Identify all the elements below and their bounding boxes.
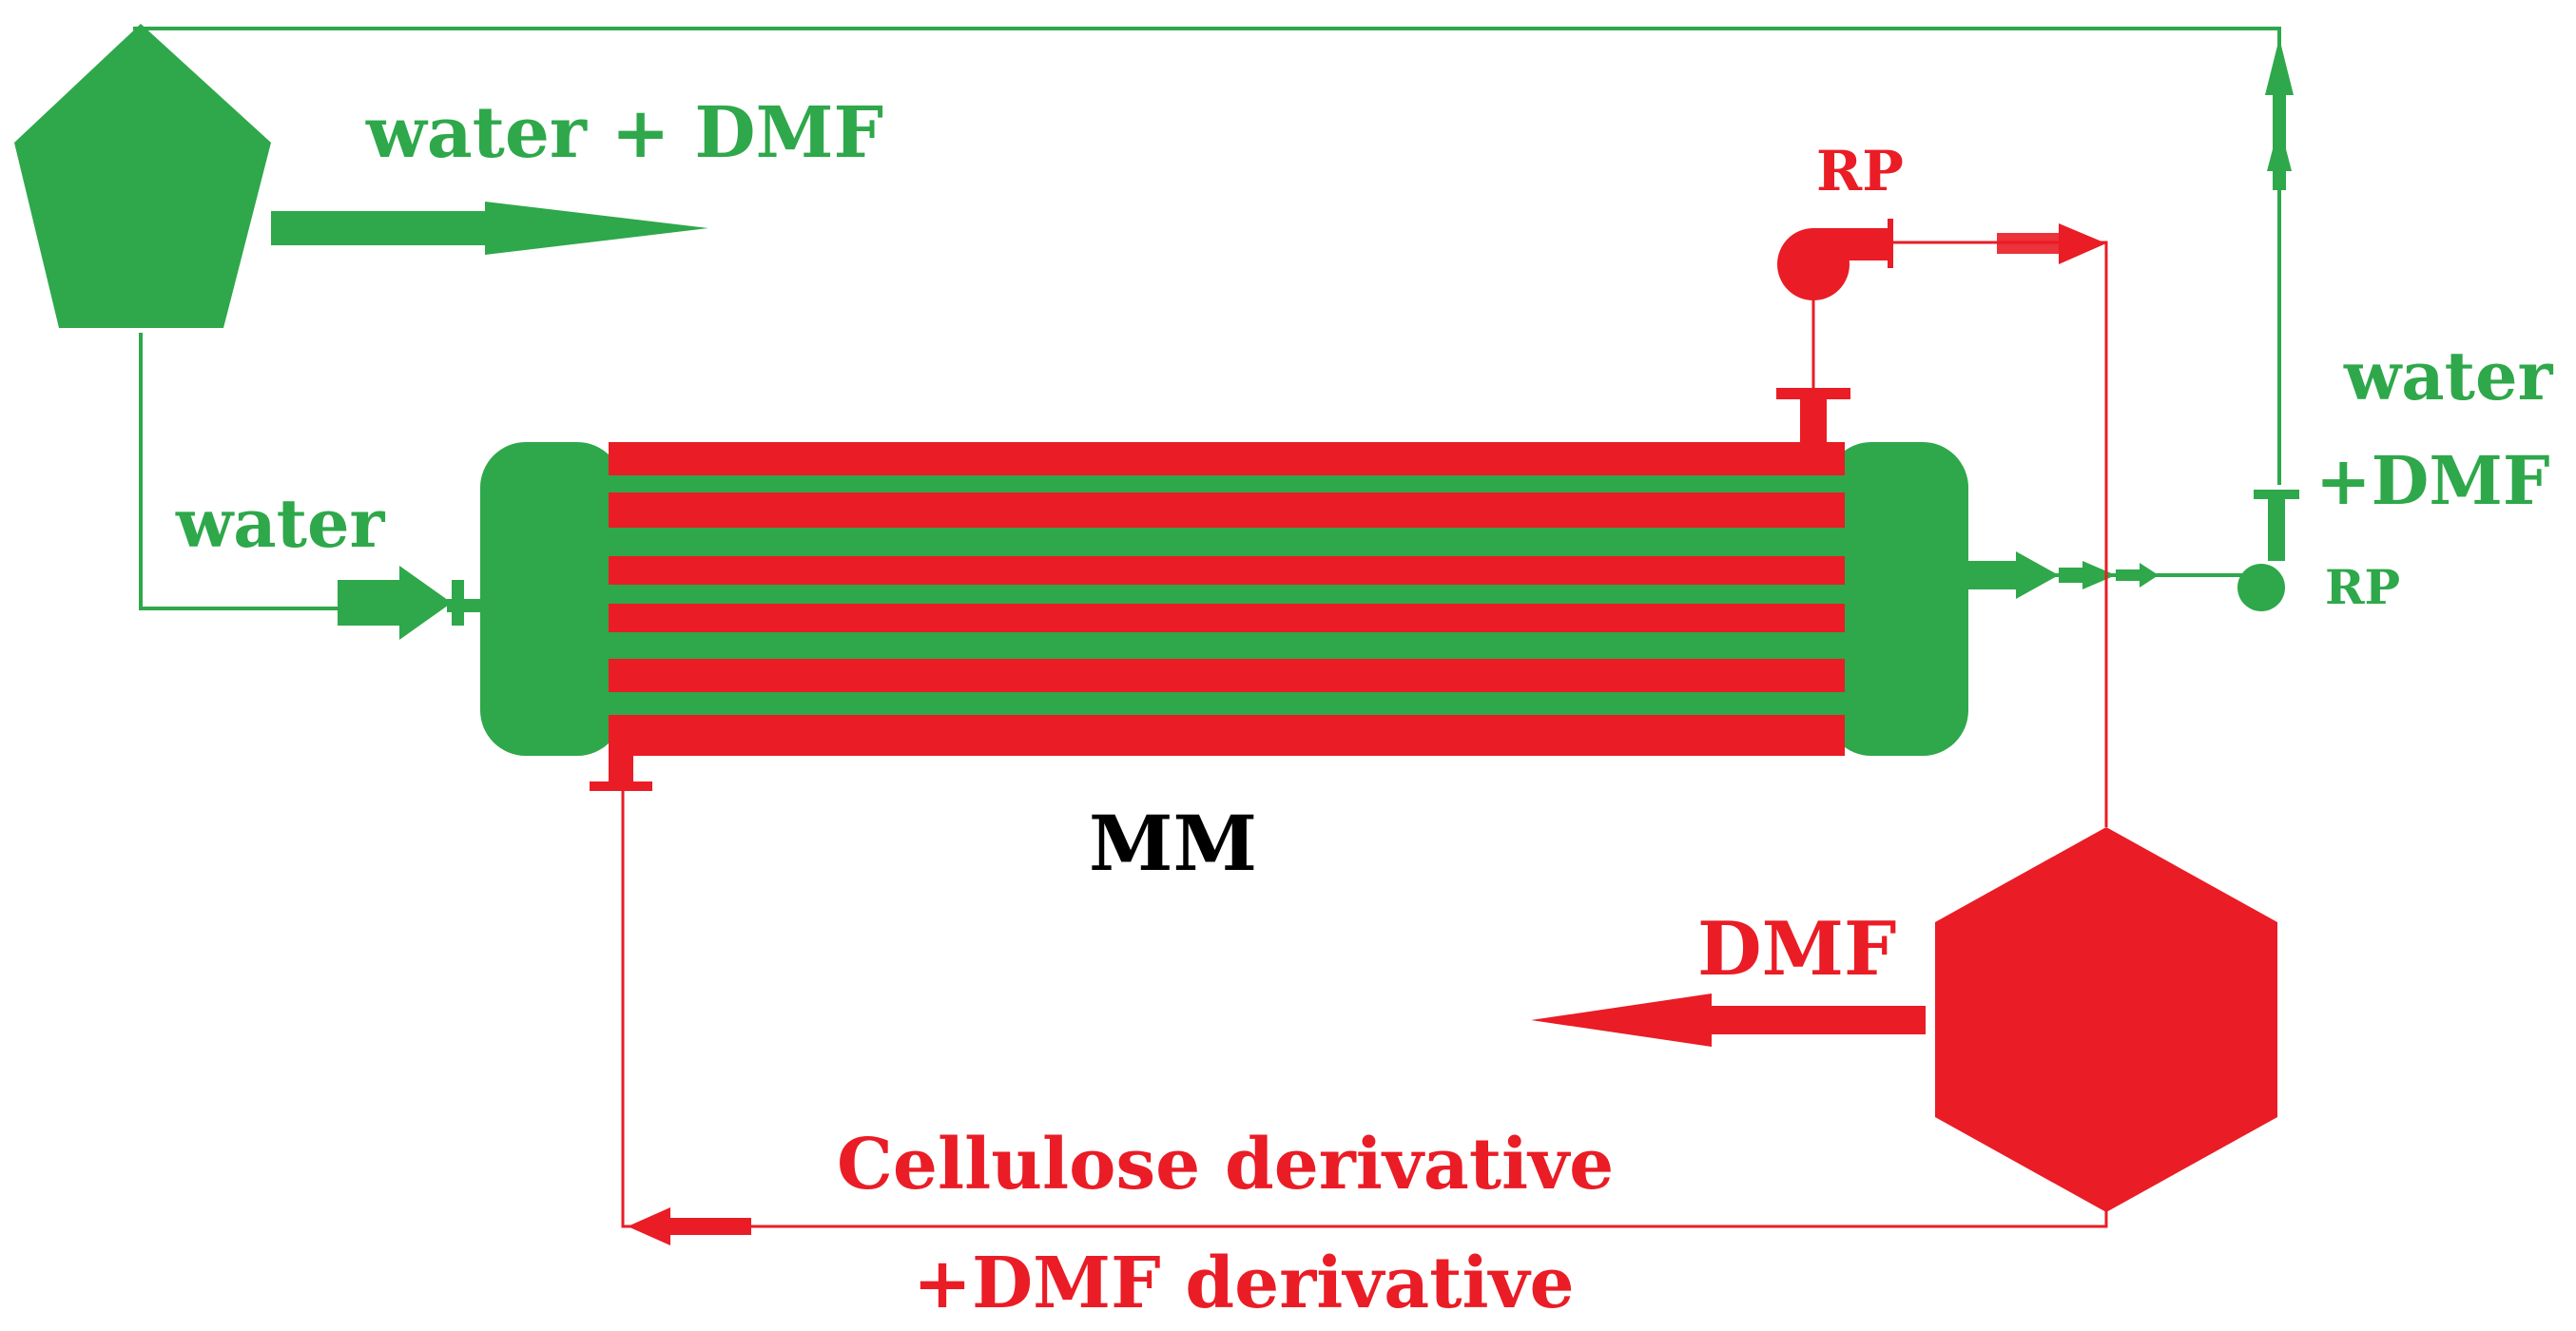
module-left-cap [480, 442, 623, 756]
label-rp-top: RP [1816, 139, 1904, 203]
label-water-dmf-top: water + DMF [365, 92, 883, 174]
water-feed-line [139, 333, 361, 610]
fiber-stripe [609, 475, 1845, 492]
module-top-port [1800, 395, 1827, 447]
label-water-right-1: water [2343, 337, 2553, 415]
fiber-stripe [609, 528, 1845, 556]
up-arrow-icon [2267, 124, 2292, 171]
label-water-right-2: +DMF [2315, 441, 2550, 520]
arrow-right-outline-icon [1997, 223, 2106, 264]
membrane-module [456, 388, 1968, 791]
label-rp-right: RP [2325, 559, 2400, 615]
pump-icon [2237, 490, 2299, 611]
fiber-stripe [609, 585, 1845, 604]
label-module: MM [1089, 799, 1257, 888]
module-right-cap [1826, 442, 1968, 756]
label-water-left: water [175, 484, 385, 563]
label-cellulose-2: +DMF derivative [913, 1243, 1575, 1324]
fiber-stripe [609, 692, 1845, 715]
label-cellulose-1: Cellulose derivative [837, 1124, 1614, 1206]
arrow-left-icon [1531, 993, 1926, 1047]
module-bottom-port [609, 751, 633, 784]
arrow-right-icon [271, 202, 708, 255]
hexagon-icon [1935, 827, 2277, 1212]
up-arrow-icon [2265, 38, 2294, 95]
label-dmf: DMF [1697, 906, 1896, 993]
green-return-line [133, 27, 2281, 485]
pump-icon [1777, 219, 1893, 300]
arrow-left-outline-icon [628, 1207, 751, 1245]
outlet-arrow-icon [1968, 551, 2159, 599]
fiber-stripe [609, 632, 1845, 659]
pentagon-icon [14, 24, 271, 328]
